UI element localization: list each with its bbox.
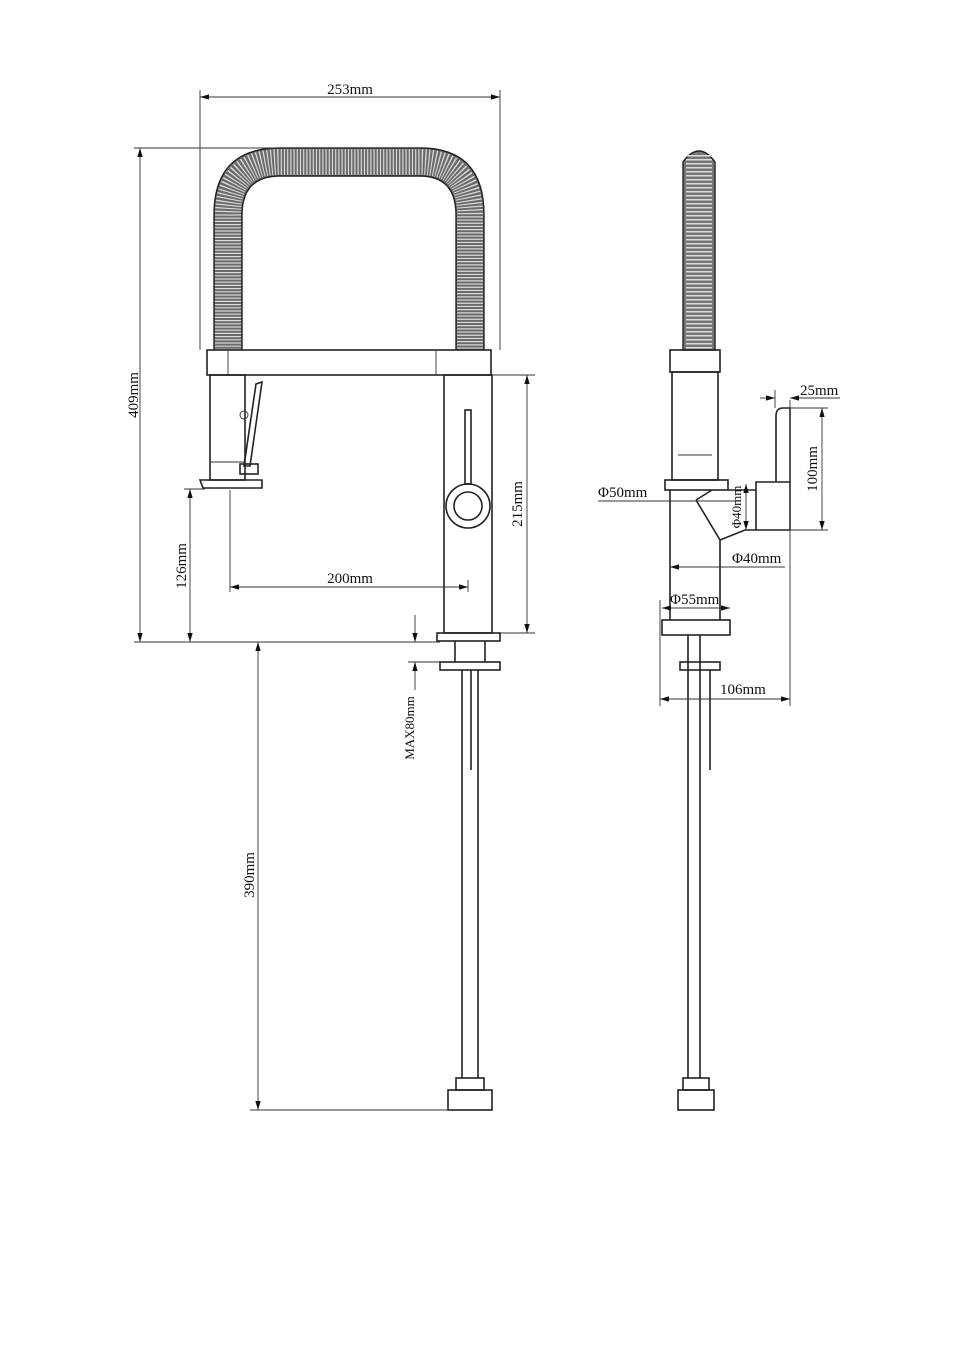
spray-face [198,479,263,489]
dim-hose-length: 390mm [242,852,258,898]
spray-trigger [243,380,263,467]
side-handle-base [755,481,791,531]
dim-handle-height: 100mm [805,446,821,492]
pull-down-hose [213,147,485,350]
dim-body-diameter: Φ40mm [732,551,782,567]
dim-overall-depth: 106mm [720,682,766,698]
dim-body-height: 215mm [510,481,526,527]
dim-head-diameter: Φ50mm [598,485,648,501]
dim-base-diameter: Φ55mm [670,592,720,608]
side-dimensions: 25mm 100mm Φ50mm Φ40mm Φ40mm Φ55mm 106mm [598,383,840,706]
side-collar [669,349,721,373]
mounting-shank [439,641,501,1111]
handle-lever [445,409,491,529]
dim-handle-width: 25mm [800,383,839,399]
dim-max-deck: MAX80mm [402,696,417,760]
side-handle-lever [775,407,791,482]
dim-spout-height: 126mm [174,543,190,589]
base-plate [436,632,501,642]
side-base-plate [661,619,731,636]
spout-bar [206,349,492,376]
faucet-body [443,374,493,634]
front-view: 253mm 409mm 126mm 200mm 215mm MAX80mm 39… [126,82,535,1111]
front-dimensions: 253mm 409mm 126mm 200mm 215mm MAX80mm 39… [126,82,535,1111]
side-shank [677,635,721,1111]
side-spray-head [671,371,719,481]
dim-spout-reach: 200mm [327,571,373,587]
dim-overall-width: 253mm [327,82,373,98]
side-hose [682,150,716,351]
side-body [669,489,756,620]
dim-handle-diameter: Φ40mm [729,486,744,529]
dim-overall-height: 409mm [126,372,142,418]
side-view: 25mm 100mm Φ50mm Φ40mm Φ40mm Φ55mm 106mm [598,150,840,1111]
